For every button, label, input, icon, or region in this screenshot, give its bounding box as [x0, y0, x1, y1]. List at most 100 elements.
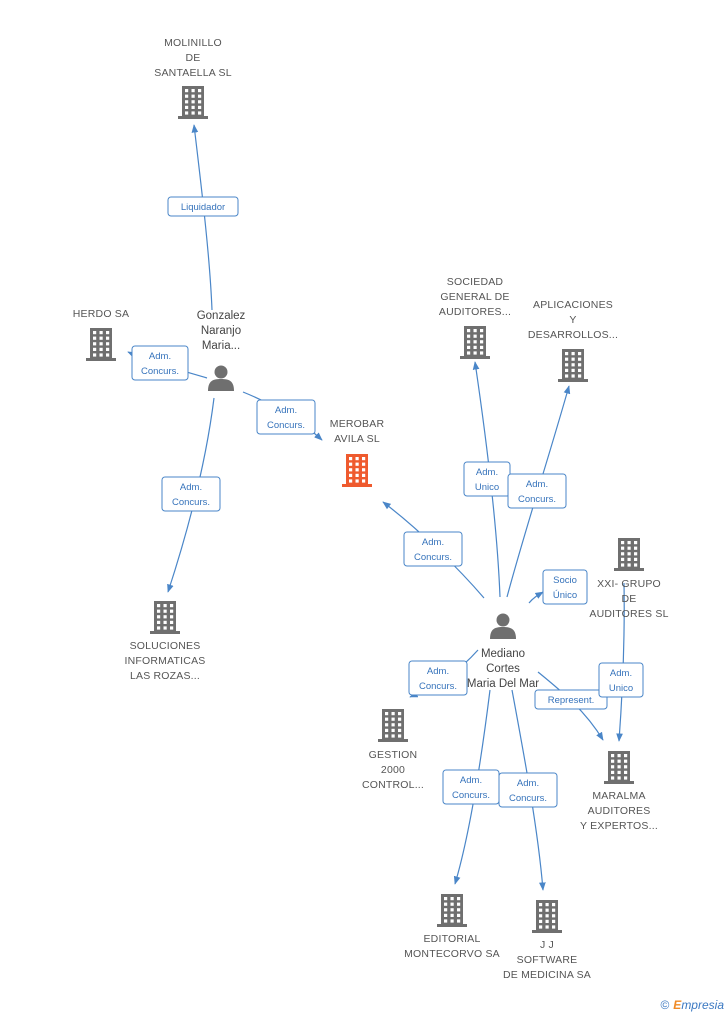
- building-window: [565, 368, 569, 372]
- edge-label-gonzalez-herdo[interactable]: Adm.Concurs.: [131, 345, 189, 381]
- copyright-symbol: ©: [660, 998, 670, 1012]
- edge-label-mediano-sociedad[interactable]: Adm.Unico: [463, 461, 511, 497]
- edge-label-mediano-gestion[interactable]: Adm.Concurs.: [408, 660, 468, 696]
- edge-label-mediano-editorial[interactable]: Adm. Concurs.: [442, 769, 500, 805]
- building-window: [539, 903, 543, 907]
- edge-label-text: Unico: [609, 683, 633, 694]
- person-node-gonzalez[interactable]: GonzalezNaranjoMaria...: [197, 310, 246, 391]
- building-window: [349, 457, 353, 461]
- building-icon[interactable]: [604, 751, 634, 784]
- building-icon[interactable]: [86, 328, 116, 361]
- building-window: [444, 908, 448, 912]
- company-node-gestion[interactable]: GESTION2000CONTROL...: [362, 709, 424, 791]
- node-label-line: AVILA SL: [334, 433, 380, 445]
- building-window: [545, 919, 549, 923]
- edge-label-gonzalez-molinillo[interactable]: Liquidador: [167, 196, 239, 217]
- edge-label-box: [498, 772, 558, 808]
- edge-label-mediano-merobar[interactable]: Adm.Concurs.: [403, 531, 463, 567]
- building-window: [170, 604, 174, 608]
- node-label-line: Y: [569, 314, 576, 326]
- company-node-aplicaciones[interactable]: APLICACIONESYDESARROLLOS...: [528, 299, 618, 382]
- building-window: [398, 717, 402, 721]
- building-window: [571, 357, 575, 361]
- person-icon[interactable]: [490, 613, 516, 640]
- building-base: [178, 116, 208, 119]
- person-icon[interactable]: [208, 365, 234, 392]
- building-icon[interactable]: [614, 538, 644, 571]
- node-label-line: MONTECORVO SA: [404, 948, 500, 960]
- building-window: [457, 919, 461, 923]
- building-base: [378, 739, 408, 742]
- node-label-line: SOCIEDAD: [447, 276, 504, 288]
- edge-label-gonzalez-merobar[interactable]: Adm.Concurs.: [256, 399, 316, 435]
- edge-label-xxi-maralma[interactable]: Adm.Unico: [598, 662, 644, 698]
- edge-label-text: Concurs.: [509, 793, 547, 804]
- building-window: [185, 111, 189, 115]
- building-window: [565, 352, 569, 356]
- building-icon[interactable]: [150, 601, 180, 634]
- edge-label-text: Concurs.: [267, 420, 305, 431]
- building-window: [545, 903, 549, 907]
- building-window: [457, 908, 461, 912]
- building-window: [185, 100, 189, 104]
- building-window: [539, 919, 543, 923]
- building-window: [185, 94, 189, 98]
- building-window: [99, 331, 103, 335]
- company-node-herdo[interactable]: HERDO SA: [73, 308, 129, 361]
- node-label-line: SOLUCIONES: [130, 640, 201, 652]
- node-label-line: 2000: [381, 764, 405, 776]
- building-window: [634, 557, 638, 561]
- building-window: [191, 94, 195, 98]
- building-window: [444, 902, 448, 906]
- edge-label-box: [256, 399, 316, 435]
- edge-label-mediano-jj[interactable]: Adm.Concurs.: [498, 772, 558, 808]
- building-icon[interactable]: [378, 709, 408, 742]
- building-window: [170, 615, 174, 619]
- building-window: [571, 374, 575, 378]
- building-window: [398, 723, 402, 727]
- node-label-line: AUDITORES: [588, 805, 651, 817]
- highlighted-building-icon[interactable]: [342, 454, 372, 487]
- building-window: [617, 765, 621, 769]
- building-window: [480, 329, 484, 333]
- edge-line-gonzalez-molinillo: [191, 124, 213, 311]
- building-window: [571, 352, 575, 356]
- building-window: [627, 541, 631, 545]
- building-window: [99, 347, 103, 351]
- edge-label-box: [408, 660, 468, 696]
- building-window: [467, 345, 471, 349]
- building-window: [611, 754, 615, 758]
- building-base: [614, 568, 644, 571]
- edge-label-text: Adm.: [149, 351, 171, 362]
- building-icon[interactable]: [178, 86, 208, 119]
- node-label-line: DE: [622, 593, 637, 605]
- building-icon[interactable]: [437, 894, 467, 927]
- edge-label-mediano-aplicaciones[interactable]: Adm.Concurs.: [507, 473, 567, 509]
- building-icon[interactable]: [460, 326, 490, 359]
- edge-label-gonzalez-soluciones[interactable]: Adm.Concurs.: [161, 476, 221, 512]
- edge-label-box: [167, 196, 239, 217]
- edge-label-text: Concurs.: [419, 681, 457, 692]
- node-label-line: Maria Del Mar: [467, 678, 539, 690]
- edge-label-text: Adm.: [460, 775, 482, 786]
- building-window: [545, 908, 549, 912]
- building-window: [349, 468, 353, 472]
- building-window: [617, 754, 621, 758]
- edge-label-mediano-maralma[interactable]: Represent.: [534, 689, 608, 710]
- building-window: [450, 902, 454, 906]
- building-window: [391, 723, 395, 727]
- building-icon[interactable]: [532, 900, 562, 933]
- building-window: [611, 776, 615, 780]
- edge-label-text: Concurs.: [452, 790, 490, 801]
- building-icon[interactable]: [558, 349, 588, 382]
